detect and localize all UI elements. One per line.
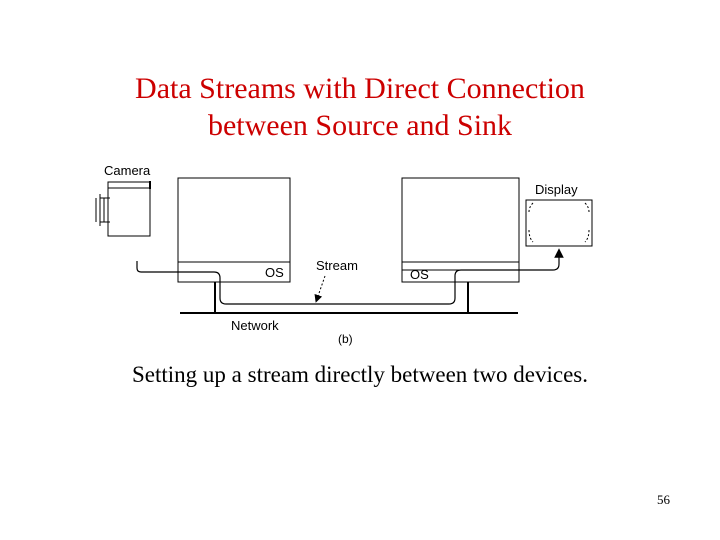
figure-label: (b) bbox=[338, 332, 353, 346]
stream-label: Stream bbox=[316, 258, 358, 273]
display-screen-corners bbox=[529, 203, 589, 242]
display-icon bbox=[526, 200, 592, 246]
page-number: 56 bbox=[630, 492, 670, 508]
sink-os-label: OS bbox=[410, 267, 429, 282]
slide-caption: Setting up a stream directly between two… bbox=[60, 361, 660, 389]
network-label: Network bbox=[231, 318, 279, 333]
display-label: Display bbox=[535, 182, 578, 197]
camera-label: Camera bbox=[104, 163, 151, 178]
camera-icon bbox=[96, 181, 150, 236]
source-os-label: OS bbox=[265, 265, 284, 280]
stream-pointer bbox=[317, 276, 325, 299]
